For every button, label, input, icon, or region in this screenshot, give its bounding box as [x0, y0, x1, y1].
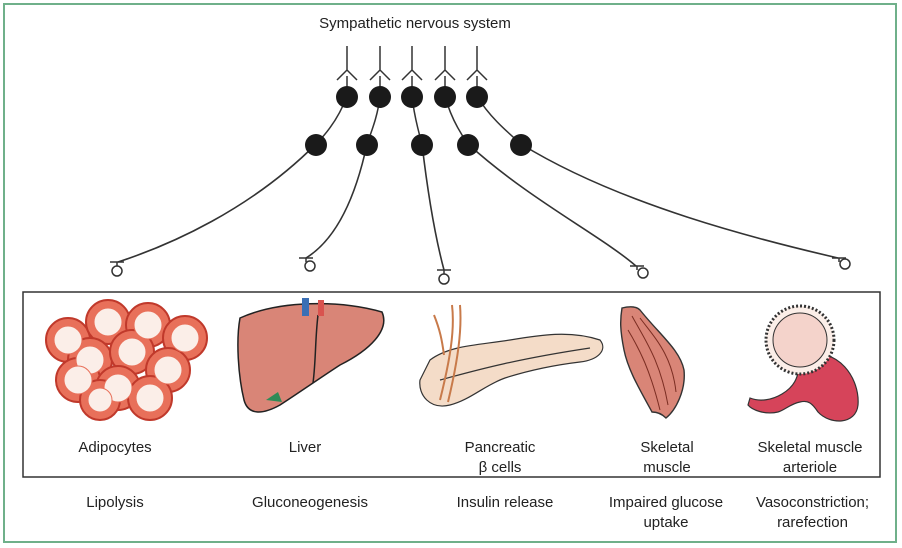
target-label-liver: Liver: [250, 438, 360, 458]
adipocytes-icon: [45, 299, 208, 421]
organ-box: [22, 291, 881, 478]
organ-name: arteriole: [782, 459, 838, 476]
organ-name: Liver: [288, 439, 322, 456]
target-label-adipocytes: Adipocytes: [50, 438, 180, 458]
diagram-title: Sympathetic nervous system: [319, 15, 511, 32]
organ-name: Skeletal: [640, 439, 694, 456]
organ-name: muscle: [643, 459, 691, 476]
organ-name: Adipocytes: [78, 439, 152, 456]
effect-text: Lipolysis: [86, 494, 144, 511]
postganglionic-fibres: [117, 143, 839, 271]
effect-label-glucose-uptake: Impaired glucose uptake: [596, 493, 736, 533]
effect-text: uptake: [643, 514, 689, 531]
effect-text: rarefection: [777, 514, 848, 531]
terminal-receptors: [110, 257, 851, 285]
target-label-skeletal-muscle: Skeletal muscle: [612, 438, 722, 478]
figure-frame: [3, 3, 897, 543]
effect-label-insulin-release: Insulin release: [435, 493, 575, 513]
target-label-arteriole: Skeletal muscle arteriole: [740, 438, 880, 478]
organ-name: β cells: [478, 459, 522, 476]
effect-text: Gluconeogenesis: [252, 494, 368, 511]
liver-icon: [237, 298, 385, 413]
effect-text: Vasoconstriction;: [755, 494, 870, 511]
effect-label-lipolysis: Lipolysis: [55, 493, 175, 513]
organ-name: Skeletal muscle: [757, 439, 863, 456]
effect-text: Insulin release: [456, 494, 554, 511]
effect-text: Impaired glucose: [608, 494, 724, 511]
pancreas-icon: [419, 304, 604, 407]
arteriole-icon: [747, 304, 859, 422]
effect-label-gluconeogenesis: Gluconeogenesis: [235, 493, 385, 513]
target-label-pancreas: Pancreatic β cells: [440, 438, 560, 478]
effect-label-vasoconstriction: Vasoconstriction; rarefection: [740, 493, 885, 533]
ganglion-nodes: [305, 86, 532, 156]
skeletal-muscle-icon: [619, 305, 685, 419]
organ-name: Pancreatic: [464, 439, 536, 456]
